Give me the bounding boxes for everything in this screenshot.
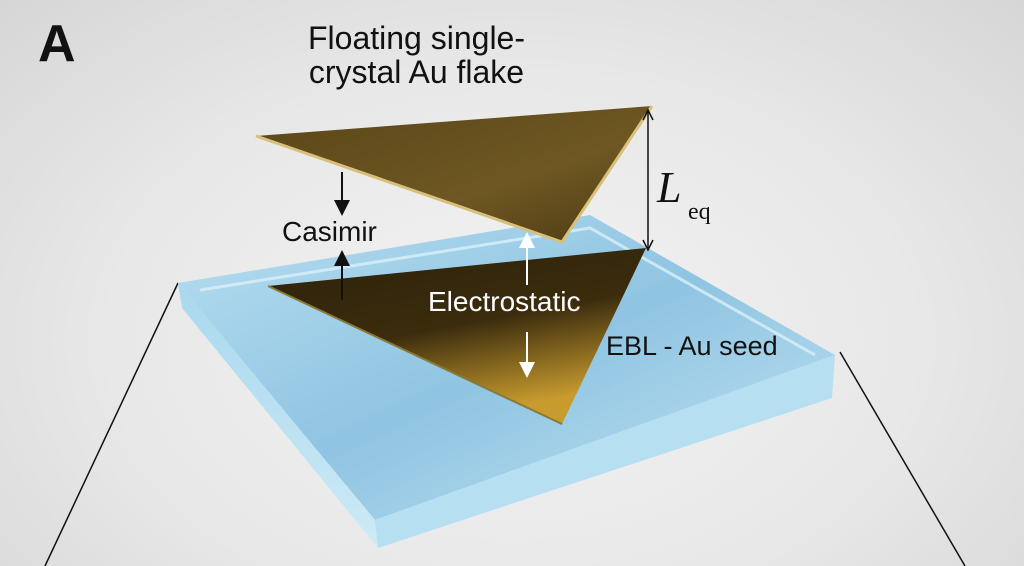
electrostatic-label: Electrostatic bbox=[428, 286, 581, 317]
figure-title: Floating single- crystal Au flake bbox=[308, 20, 525, 90]
panel-label: A bbox=[38, 15, 76, 73]
gap-symbol: L bbox=[657, 163, 682, 212]
title-line-1: Floating single- bbox=[308, 20, 525, 56]
zoom-line-right bbox=[839, 351, 966, 566]
gap-subscript: eq bbox=[688, 199, 711, 225]
title-line-2: crystal Au flake bbox=[308, 53, 525, 90]
au-seed-flake bbox=[267, 248, 646, 425]
ebl-seed-label: EBL - Au seed bbox=[606, 331, 778, 361]
casimir-label: Casimir bbox=[282, 216, 377, 247]
floating-au-flake bbox=[255, 105, 654, 244]
zoom-line-left bbox=[44, 282, 179, 566]
